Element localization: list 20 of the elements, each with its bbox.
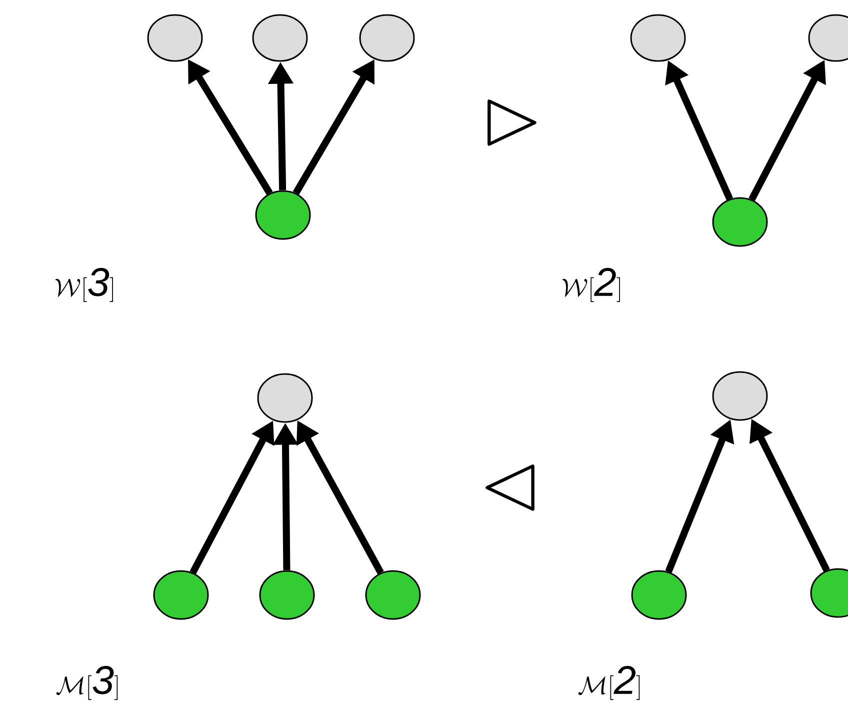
formula-label: $\mathcal{W}[\mathit{2}]$	[562, 268, 620, 302]
circle-node	[359, 14, 415, 62]
relation-symbol: $\rhd$	[488, 99, 536, 146]
relation-symbol: $\lhd$	[486, 464, 534, 511]
circle-node	[365, 570, 421, 620]
circle-node	[147, 14, 203, 62]
circle-node	[712, 371, 768, 421]
circle-node	[257, 373, 313, 423]
circle-node	[255, 190, 311, 240]
circle-node	[259, 570, 315, 620]
circle-node	[153, 570, 209, 620]
circle-node	[630, 14, 686, 62]
circle-node	[808, 14, 848, 62]
circle-node	[712, 197, 768, 247]
circle-node	[810, 568, 848, 618]
formula-label: $\mathcal{W}[\mathit{3}]$	[55, 268, 113, 302]
formula-label: $\mathcal{M}[\mathit{2}]$	[578, 666, 640, 700]
circle-node	[631, 570, 687, 620]
circle-node	[252, 14, 308, 62]
formula-label: $\mathcal{M}[\mathit{3}]$	[56, 666, 118, 700]
